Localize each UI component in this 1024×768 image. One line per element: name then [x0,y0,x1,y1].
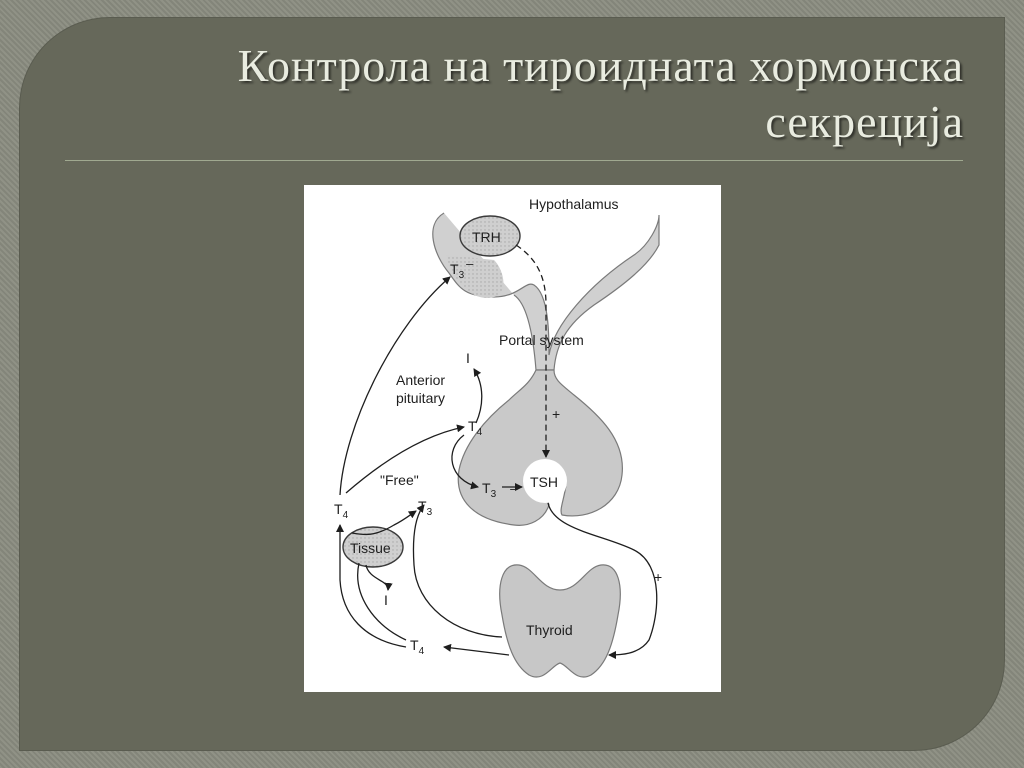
trh-label: TRH [472,229,501,245]
svg-text:T4: T4 [334,501,349,521]
hypothalamus-label: Hypothalamus [529,196,619,212]
tissue-node [342,526,404,568]
hypothalamus-bulge [446,255,504,298]
pituitary-t4-to-t3-arrow [451,434,479,490]
free-label: "Free" [380,472,419,488]
t3-free-label: T3 [418,498,433,518]
tsh-node [523,459,567,503]
tissue-label: Tissue [350,540,391,556]
tsh-to-thyroid-arrow [547,502,658,659]
title-divider [65,160,963,161]
thyroid-control-diagram: TRH Tissue Hypothalamus Portal system An… [304,185,721,692]
thyroid-shape [499,564,621,678]
slide-title: Контрола на тироидната хормонска секреци… [104,38,964,150]
plus-tsh-thyroid: + [654,569,662,585]
thyroid-t3-free-arrow [412,504,503,638]
title-line-1: Контрола на тироидната хормонска [237,40,964,91]
portal-system-label: Portal system [499,332,584,348]
anterior-pituitary-label-1: Anterior [396,372,445,388]
trh-node [459,215,521,257]
t4-to-hypothalamus-arrow [339,276,451,496]
t3-pituitary-label: T3– [482,480,518,500]
thyroid-label: Thyroid [526,622,573,638]
t4-bottom-loop-arrow [336,524,407,648]
t3-hypothalamus-label: T3– [450,256,474,281]
anterior-pituitary-label-2: pituitary [396,390,445,406]
iodide-pituitary-label: I [466,350,470,366]
title-line-2: секреција [765,96,964,147]
tsh-label: TSH [530,474,558,490]
t4-left-label: T4 [334,501,349,521]
svg-text:T3–: T3– [482,480,518,500]
pituitary-t4-to-iodide-arrow [473,368,483,424]
svg-text:T3: T3 [418,498,433,518]
t4-pituitary-label: T4 [468,418,483,438]
t4-to-pituitary-arrow [345,424,465,494]
svg-text:T4: T4 [410,637,425,657]
t4-to-tissue-arrow [351,510,417,536]
trh-to-tsh-arrow [515,244,550,458]
tissue-to-iodide-arrow [365,564,393,591]
svg-text:T4: T4 [468,418,483,438]
diagram-svg: TRH Tissue Hypothalamus Portal system An… [334,196,662,678]
plus-portal: + [552,406,560,422]
tissue-loop-arrow [357,562,407,641]
iodide-tissue-label: I [384,592,388,608]
thyroid-t4-out-arrow [443,643,510,656]
svg-text:T3–: T3– [450,256,474,281]
t4-bottom-label: T4 [410,637,425,657]
